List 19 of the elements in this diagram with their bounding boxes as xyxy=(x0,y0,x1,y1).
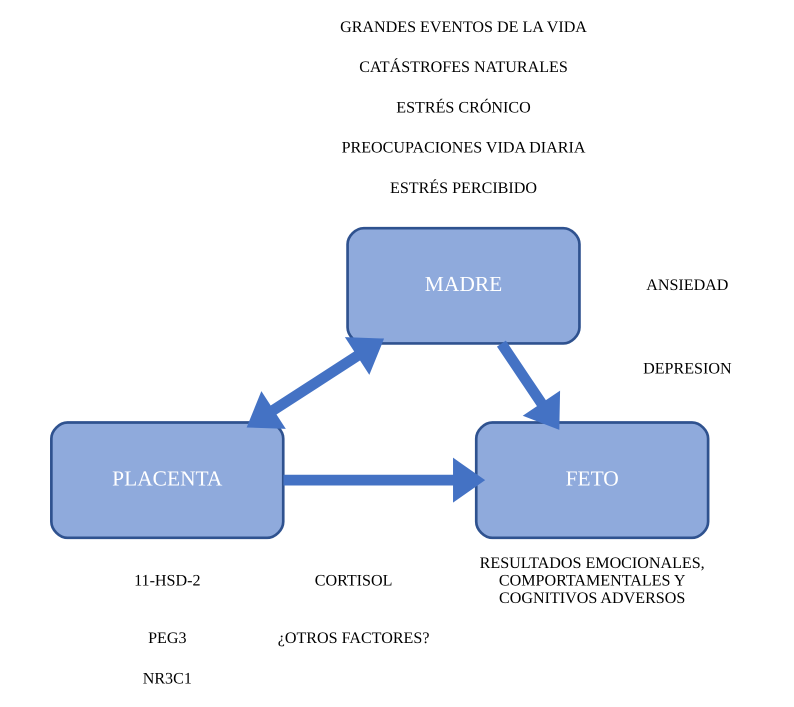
label: ¿OTROS FACTORES? xyxy=(277,630,429,648)
node-box: PLACENTA xyxy=(50,421,284,540)
node-box: FETO xyxy=(474,421,709,540)
label: ESTRÉS CRÓNICO xyxy=(396,99,530,116)
label: RESULTADOS EMOCIONALES, COMPORTAMENTALES Y COGNITIVOS ADVERSOS xyxy=(479,555,704,607)
label: ESTRÉS PERCIBIDO xyxy=(390,180,536,197)
label: CORTISOL xyxy=(314,572,392,590)
label: 11-HSD-2 xyxy=(134,572,200,590)
label: GRANDES EVENTOS DE LA VIDA xyxy=(340,18,586,36)
label: PEG3 xyxy=(148,630,186,648)
label: DEPRESION xyxy=(642,360,732,378)
node-box: MADRE xyxy=(346,226,580,345)
label: CATÁSTROFES NATURALES xyxy=(358,59,568,76)
arrow xyxy=(282,458,485,503)
label: PREOCUPACIONES VIDA DIARIA xyxy=(341,140,585,157)
label: ANSIEDAD xyxy=(646,276,728,294)
arrow xyxy=(246,337,384,429)
label: NR3C1 xyxy=(142,670,192,688)
arrow xyxy=(496,340,560,430)
